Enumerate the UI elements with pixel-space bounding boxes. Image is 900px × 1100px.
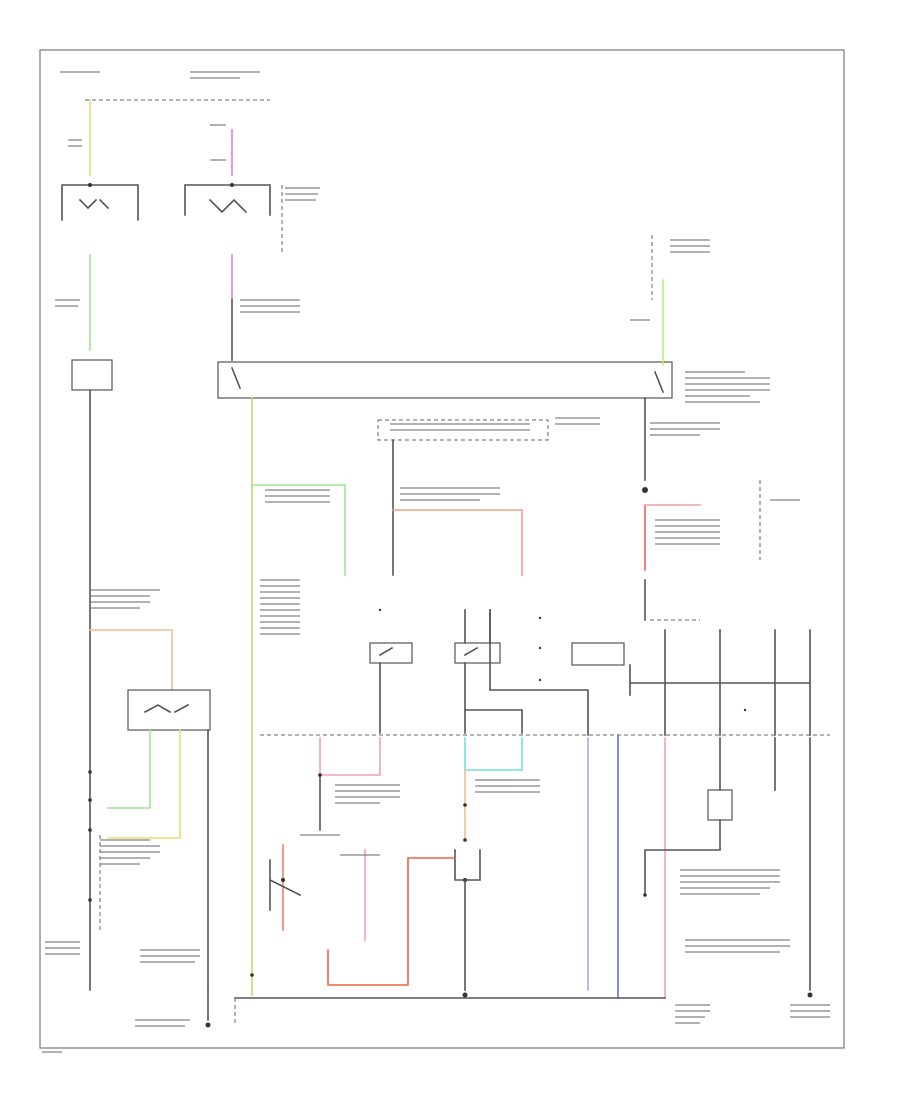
splice-right xyxy=(642,487,648,493)
relay-a xyxy=(369,642,413,664)
connector-pins xyxy=(88,608,747,977)
wire-pink-loop xyxy=(319,737,381,776)
relay-b xyxy=(454,642,501,664)
wire-green-short xyxy=(107,729,151,809)
wire-orange-loop xyxy=(327,857,456,986)
ground-right xyxy=(807,992,813,998)
wire-split xyxy=(464,709,523,734)
wire-salmon-top xyxy=(89,629,173,691)
wire-light-green-loop xyxy=(251,484,346,576)
fan-motor-center xyxy=(454,849,481,882)
wire-yellow-short xyxy=(107,729,181,839)
wire-cyan-loop xyxy=(464,737,523,771)
relay-c xyxy=(571,642,625,666)
cooling-fan-relay xyxy=(71,359,113,391)
label-marks xyxy=(45,71,830,1027)
ecm-switch-left xyxy=(230,366,242,390)
ground-center xyxy=(462,992,468,998)
ground-left xyxy=(205,989,211,1028)
module-center-top xyxy=(377,419,549,441)
resistor-module xyxy=(707,789,733,821)
relay-lower-left xyxy=(127,689,211,731)
wire-resistor-out xyxy=(644,819,721,896)
diagram-border xyxy=(39,49,845,1049)
wire-center-orange xyxy=(392,509,523,576)
wire-relay-b-top xyxy=(464,609,491,644)
wire-relay-b-right xyxy=(489,609,589,736)
fuse-block-right xyxy=(184,183,271,216)
relay-lower-left-contacts xyxy=(143,703,190,714)
engine-control-module-bar xyxy=(217,361,673,399)
fan-motor-left xyxy=(268,844,302,931)
fuse-block-left xyxy=(61,183,139,221)
ecm-switch-right xyxy=(653,370,665,394)
